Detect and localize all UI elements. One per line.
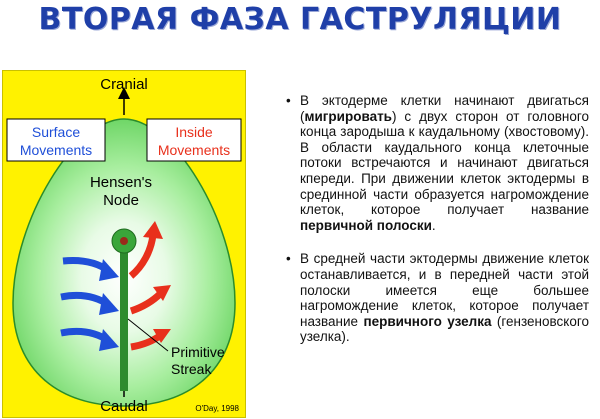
- inside-arrowhead-3: [153, 329, 171, 343]
- paragraph-1-bold-a: мигрировать: [304, 108, 393, 124]
- surface-label-line2: Movements: [20, 142, 92, 158]
- paragraph-2-bold-a: первичного узелка: [363, 313, 492, 329]
- inside-label-line1: Inside: [175, 124, 213, 140]
- description-panel: • В эктодерме клетки начинают двигаться (…: [286, 93, 589, 363]
- inside-movements-box: [146, 118, 242, 162]
- paragraph-1: • В эктодерме клетки начинают двигаться (…: [286, 93, 589, 233]
- caudal-label: Caudal: [100, 398, 148, 415]
- paragraph-2: • В средней части эктодермы движение клет…: [286, 251, 589, 345]
- inside-label-line2: Movements: [158, 142, 230, 158]
- surface-arrowhead-2: [99, 293, 119, 315]
- hensens-node-label-line2: Node: [103, 192, 139, 209]
- diagram-svg: Cranial Surface Movements Inside Movemen…: [6, 76, 242, 415]
- paragraph-1-text-a: В эктодерме клетки начинают двигаться (: [300, 93, 589, 124]
- primitive-streak: [120, 241, 128, 391]
- bullet-1: •: [286, 93, 291, 108]
- surface-arrowhead-3: [99, 329, 119, 351]
- paragraph-2-text-a: В средней части эктодермы движение клето…: [300, 251, 589, 329]
- streak-pointer-line: [127, 318, 169, 352]
- bullet-2: •: [286, 251, 291, 267]
- cranial-label: Cranial: [100, 76, 148, 93]
- primitive-streak-label-line1: Primitive: [171, 344, 225, 360]
- hensens-node-core: [120, 237, 128, 245]
- surface-label-line1: Surface: [32, 124, 80, 140]
- paragraph-2-text-b: (гензеновского узелка).: [300, 313, 589, 345]
- paragraph-1-bold-b: первичной полоски: [300, 217, 432, 233]
- primitive-streak-label-line2: Streak: [171, 361, 212, 377]
- surface-arrowhead-1: [99, 259, 119, 281]
- surface-movements-box: [6, 118, 106, 162]
- inside-arrowhead-2: [153, 285, 171, 301]
- inside-arrowhead-1: [143, 221, 163, 239]
- inside-arrow-1: [128, 234, 157, 279]
- hensens-node-label-line1: Hensen's: [90, 174, 152, 191]
- paragraph-1-text-b: ) с двух сторон от головного конца зарод…: [300, 108, 589, 218]
- page-title: ВТОРАЯ ФАЗА ГАСТРУЛЯЦИИ: [38, 2, 562, 37]
- credit-label: O'Day, 1998: [195, 404, 239, 413]
- paragraph-1-text-c: .: [431, 217, 436, 233]
- gastrulation-diagram: Cranial Surface Movements Inside Movemen…: [2, 70, 246, 418]
